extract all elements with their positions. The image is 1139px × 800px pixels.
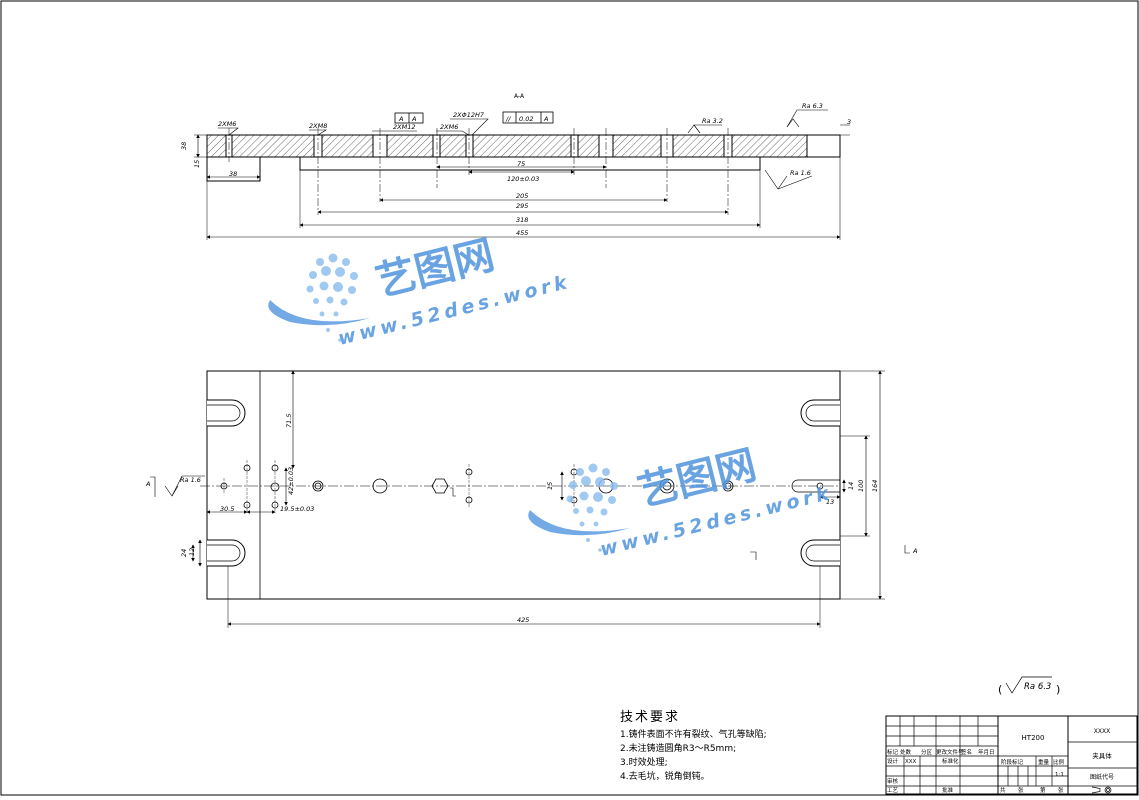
general-roughness	[1005, 676, 1052, 694]
dim-14: 14	[847, 482, 855, 490]
tb-material: HT200	[1022, 734, 1045, 742]
plate-section	[206, 134, 808, 158]
tb-part-name: 夹具体	[1092, 751, 1112, 760]
svg-text:): )	[1056, 683, 1060, 696]
section-label: A-A	[514, 93, 525, 100]
general-roughness-label: Ra 6.3	[1024, 682, 1051, 692]
dim-75: 75	[517, 160, 525, 168]
tb-drawing-no-label: 图纸代号	[1090, 773, 1114, 781]
tb-scale: 1:1	[1055, 772, 1064, 778]
roughness-ra63: Ra 6.3	[802, 102, 823, 110]
watermark-upper: 艺图网 www.52des.work	[268, 232, 573, 350]
dim-13: 13	[826, 498, 834, 506]
roughness-ra16: Ra 1.6	[790, 169, 811, 177]
tb-label-qianming: 签名	[961, 748, 972, 756]
callout-2xm8: 2XM8	[309, 122, 327, 130]
slot-top-right	[800, 399, 840, 427]
tb-label-zhang2: 张	[1058, 786, 1064, 794]
tol-parallel-symbol: //	[505, 115, 511, 123]
datum-mark: A	[398, 115, 403, 123]
callout-2xm6-left: 2XM6	[218, 120, 236, 128]
dim-24: 24	[180, 549, 188, 557]
tol-datum: A	[543, 115, 548, 123]
dim-12: 12	[188, 548, 196, 556]
tb-label-nianyueri: 年月日	[978, 748, 995, 756]
dim-425: 425	[517, 616, 529, 624]
dim-100: 100	[857, 480, 865, 492]
datum-box-label: A	[411, 115, 416, 123]
plan-outline	[206, 370, 841, 600]
dim-42: 42±0.03	[287, 467, 295, 495]
tb-label-biaozhunhua: 标准化	[942, 757, 959, 765]
plan-roughness: Ra 1.6	[180, 476, 201, 484]
dim-205: 205	[516, 192, 528, 200]
tb-label-zhongliang: 重量	[1038, 758, 1050, 766]
callout-2xm12: 2XM12	[393, 123, 415, 131]
section-mark-left: A	[145, 480, 150, 488]
tech-req-title: 技术要求	[620, 710, 681, 725]
watermark-lower: 艺图网 www.52des.work	[528, 442, 835, 561]
svg-text:(: (	[998, 683, 1002, 696]
tol-value: 0.02	[519, 115, 533, 123]
plate-base	[260, 156, 761, 171]
callout-2xm6-mid: 2XM6	[440, 123, 458, 131]
slot-bottom-right	[800, 539, 840, 567]
tb-label-gongyi: 工艺	[887, 787, 899, 794]
dim-15-plan: 15	[546, 482, 554, 490]
section-mark-right: A	[912, 547, 917, 555]
roughness-ra32: Ra 3.2	[702, 117, 723, 125]
dim-30-5: 30.5	[220, 505, 234, 513]
tech-req-item: 3.时效处理;	[620, 758, 668, 768]
tech-req-item: 1.铸件表面不许有裂纹、气孔等缺陷;	[620, 730, 767, 740]
tb-label-biaoji: 标记	[887, 748, 899, 756]
front-view: A-A	[194, 93, 850, 240]
tech-req-item: 2.未注铸造圆角R3～R5mm;	[620, 744, 737, 754]
dim-120: 120±0.03	[507, 175, 539, 183]
dim-19-5: 19.5±0.03	[280, 505, 314, 513]
dim-3: 3	[847, 118, 851, 126]
tb-company: XXXX	[1094, 728, 1110, 735]
slot-top-left	[207, 399, 246, 427]
tb-label-gong: 共	[1000, 786, 1006, 794]
dim-38-vert: 38	[180, 142, 188, 150]
slot-bottom-left	[207, 539, 246, 567]
dim-164: 164	[871, 480, 879, 492]
tb-label-gaiwenjian: 更改文件号	[936, 748, 964, 756]
tb-label-di: 第	[1040, 786, 1046, 794]
tb-label-fenqu: 分区	[921, 748, 933, 756]
title-block	[885, 715, 1138, 795]
plan-view	[150, 370, 910, 628]
technical-requirements: 技术要求 1.铸件表面不许有裂纹、气孔等缺陷; 2.未注铸造圆角R3～R5mm;…	[620, 706, 767, 784]
tb-label-bili: 比例	[1053, 758, 1065, 766]
tb-label-pizhun: 批准	[942, 786, 954, 794]
dim-15: 15	[193, 160, 201, 168]
dim-38: 38	[229, 170, 237, 178]
dim-318: 318	[516, 216, 528, 224]
tb-label-zhang1: 张	[1018, 786, 1024, 794]
tech-req-item: 4.去毛坑，锐角倒钝。	[620, 772, 710, 782]
tb-label-sheji: 设计	[887, 757, 899, 765]
tb-designer: XXX	[905, 759, 917, 765]
callout-2xphi12: 2XΦ12H7	[453, 111, 485, 119]
dim-455: 455	[516, 229, 528, 237]
tb-label-chushu: 处数	[900, 748, 912, 756]
plate-extension	[806, 134, 841, 158]
dim-71-5: 71.5	[285, 414, 293, 428]
tb-label-jieduan: 阶段标记	[1001, 758, 1024, 766]
dim-295: 295	[516, 202, 528, 210]
tb-label-shenhe: 审核	[887, 777, 899, 785]
